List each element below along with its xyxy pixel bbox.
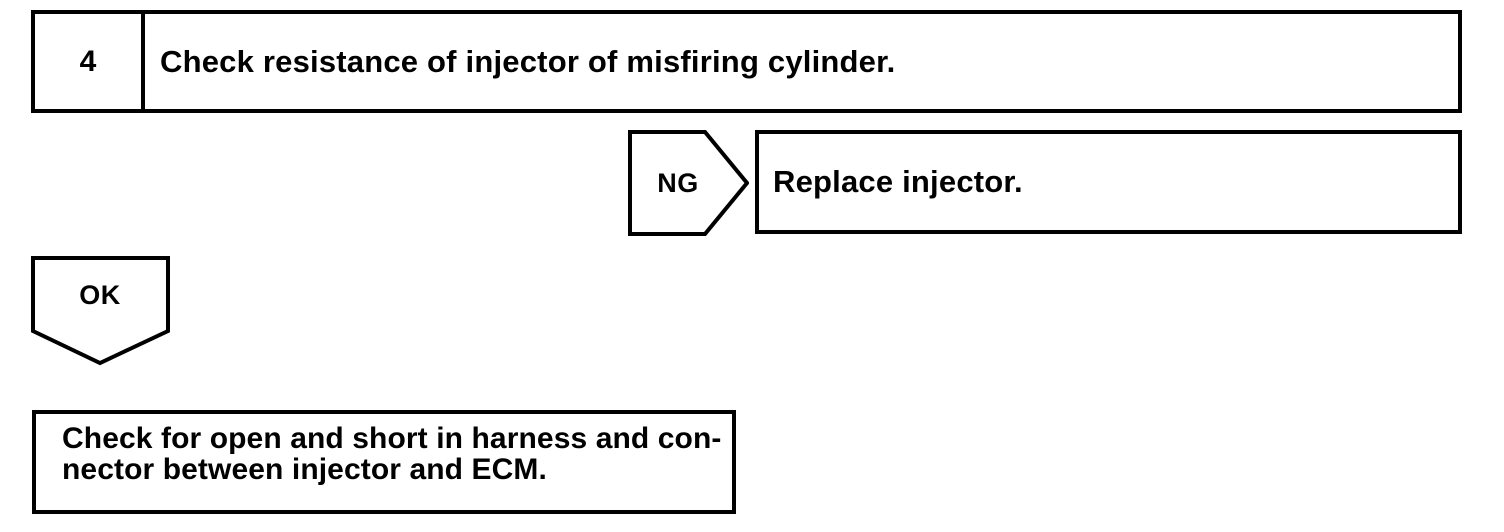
ng-branch-arrow-icon xyxy=(628,130,749,236)
ok-result-text: Check for open and short in harness and … xyxy=(62,422,722,487)
step-row: 4 Check resistance of injector of misfir… xyxy=(31,10,1462,113)
ok-result-box: Check for open and short in harness and … xyxy=(32,410,736,514)
step-instruction-text: Check resistance of injector of misfirin… xyxy=(160,43,896,79)
step-instruction-cell: Check resistance of injector of misfirin… xyxy=(145,14,1458,109)
step-number-cell: 4 xyxy=(35,14,145,109)
ok-branch-arrow-icon xyxy=(31,256,171,366)
ng-result-box: Replace injector. xyxy=(755,130,1462,234)
step-number: 4 xyxy=(79,44,97,78)
ng-result-text: Replace injector. xyxy=(773,164,1023,199)
